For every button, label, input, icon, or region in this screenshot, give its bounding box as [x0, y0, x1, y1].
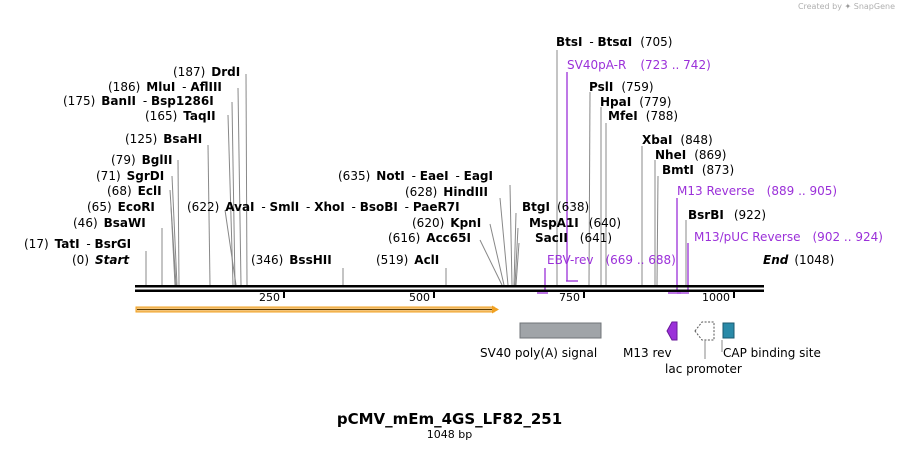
construct-title: pCMV_mEm_4GS_LF82_251: [336, 410, 563, 428]
enzyme-leader-lines: [145, 50, 687, 286]
enzyme-label-btgi[interactable]: BtgI(638): [522, 200, 589, 214]
enzyme-label-mfei[interactable]: MfeI(788): [608, 109, 678, 123]
enzyme-label-noti[interactable]: (635)NotI - EaeI - EagI: [338, 169, 493, 183]
enzyme-label-acli[interactable]: (519)AclI: [376, 253, 439, 267]
ruler-label-250: 250: [259, 291, 280, 304]
enzyme-label-tati[interactable]: (17)TatI - BsrGI: [24, 237, 131, 251]
feature-label-cap-binding-site: CAP binding site: [723, 346, 821, 360]
enzyme-label-banii[interactable]: (175)BanII - Bsp1286I: [63, 94, 214, 108]
enzyme-label-bsahi[interactable]: (125)BsaHI: [125, 132, 202, 146]
enzyme-label-sgrdi[interactable]: (71)SgrDI: [96, 169, 164, 183]
snapgene-logo-icon: ✦: [844, 2, 852, 11]
enzyme-label-kpni[interactable]: (620)KpnI: [412, 216, 481, 230]
enzyme-label-bglii[interactable]: (79)BglII: [111, 153, 172, 167]
enzyme-label-mlui[interactable]: (186)MluI - AflIII: [108, 80, 222, 94]
m13-rev-feature[interactable]: [666, 321, 678, 341]
ruler-label-500: 500: [409, 291, 430, 304]
enzyme-label-bmti[interactable]: BmtI(873): [662, 163, 734, 177]
primer-leader-lines: [537, 72, 689, 294]
start-label: (0)Start: [72, 253, 130, 267]
enzyme-label-bsawi[interactable]: (46)BsaWI: [73, 216, 146, 230]
sv40-polya-feature[interactable]: [519, 322, 602, 339]
primer-label-sv40pa-r[interactable]: SV40pA-R(723 .. 742): [567, 58, 711, 72]
enzyme-label-bsrbi[interactable]: BsrBI(922): [688, 208, 766, 222]
end-label: End(1048): [763, 253, 834, 267]
enzyme-label-btsi[interactable]: BtsI - BtsαI(705): [556, 35, 672, 49]
enzyme-label-avai[interactable]: (622)AvaI - SmlI - XhoI - BsoBI - PaeR7I: [187, 200, 460, 214]
snapgene-credit: Created by ✦ SnapGene: [798, 2, 895, 11]
sequence-backbone-top: [135, 285, 764, 288]
ruler-label-750: 750: [559, 291, 580, 304]
feature-label-lac-promoter: lac promoter: [665, 362, 742, 376]
enzyme-label-nhei[interactable]: NheI(869): [655, 148, 726, 162]
sequence-backbone-bottom: [135, 289, 764, 292]
primer-label-m13-puc-reverse[interactable]: M13/pUC Reverse(902 .. 924): [694, 230, 883, 244]
enzyme-label-taqii[interactable]: (165)TaqII: [145, 109, 216, 123]
enzyme-label-sacii[interactable]: SacII(641): [535, 231, 612, 245]
ruler-ticks: [283, 292, 735, 298]
enzyme-label-bsshii[interactable]: (346)BssHII: [251, 253, 332, 267]
primer-label-ebv-rev[interactable]: EBV-rev(669 .. 688): [547, 253, 676, 267]
enzyme-label-mspa1i[interactable]: MspA1I(640): [529, 216, 621, 230]
credit-prefix: Created by: [797, 2, 842, 11]
ruler-label-1000: 1000: [702, 291, 730, 304]
cap-binding-site-feature[interactable]: [722, 322, 735, 339]
orf-arrow[interactable]: [135, 305, 499, 314]
enzyme-label-ecli[interactable]: (68)EclI: [107, 184, 162, 198]
primer-label-m13-reverse[interactable]: M13 Reverse(889 .. 905): [677, 184, 837, 198]
construct-size: 1048 bp: [426, 428, 473, 441]
credit-brand: SnapGene: [853, 2, 895, 11]
enzyme-label-drdi[interactable]: (187)DrdI: [173, 65, 240, 79]
enzyme-label-ecori[interactable]: (65)EcoRI: [87, 200, 155, 214]
enzyme-label-psli[interactable]: PslI(759): [589, 80, 654, 94]
enzyme-label-acc65i[interactable]: (616)Acc65I: [388, 231, 471, 245]
enzyme-label-xbai[interactable]: XbaI(848): [642, 133, 713, 147]
enzyme-label-hindiii[interactable]: (628)HindIII: [405, 185, 488, 199]
enzyme-label-hpai[interactable]: HpaI(779): [600, 95, 671, 109]
feature-label-sv40-polya: SV40 poly(A) signal: [480, 346, 597, 360]
feature-label-m13-rev: M13 rev: [623, 346, 672, 360]
lac-promoter-feature[interactable]: [694, 321, 715, 341]
